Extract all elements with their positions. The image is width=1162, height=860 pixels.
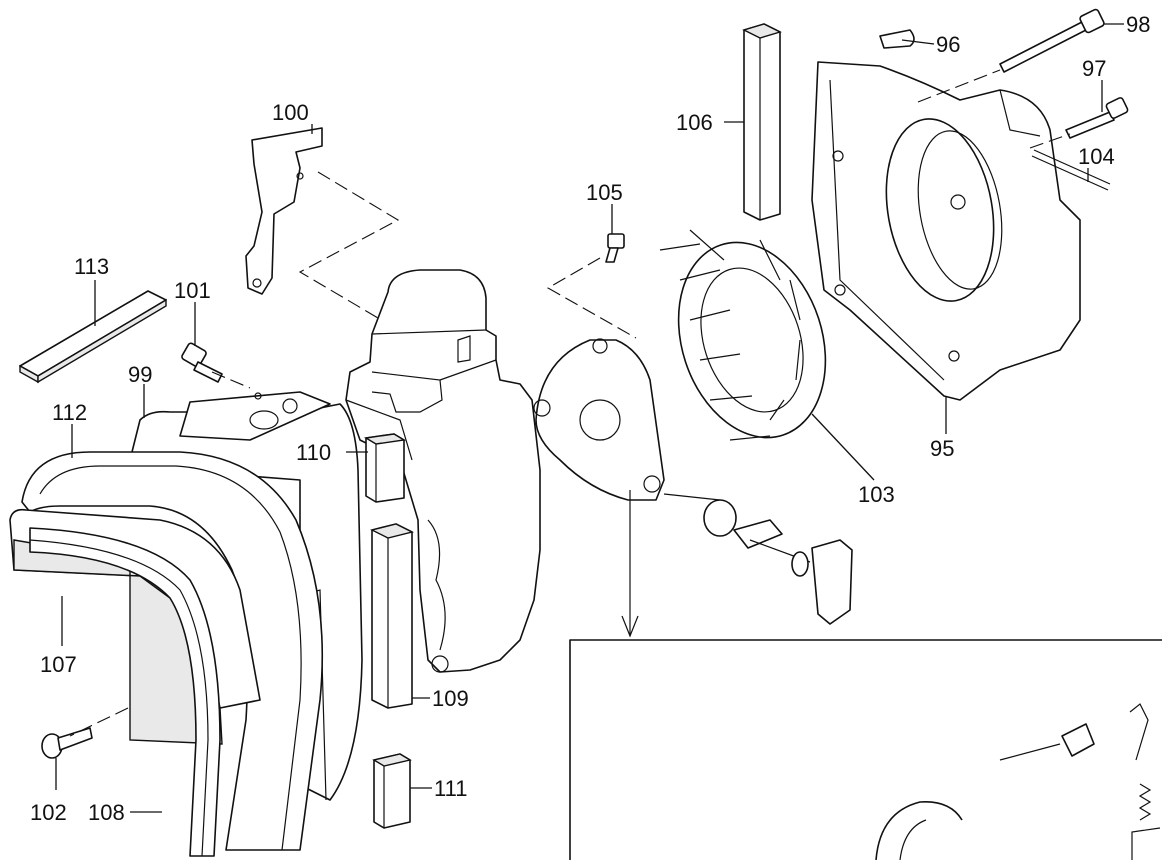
assembly-lines bbox=[69, 69, 1071, 737]
callout-99: 99 bbox=[128, 362, 152, 387]
part-98-long-bolt bbox=[999, 8, 1105, 73]
part-103-fan bbox=[659, 229, 827, 441]
callout-98: 98 bbox=[1126, 12, 1150, 37]
callout-111: 111 bbox=[434, 776, 467, 801]
part-109-foam-bar bbox=[369, 523, 415, 709]
callout-100: 100 bbox=[272, 100, 309, 125]
callout-97: 97 bbox=[1082, 56, 1106, 81]
part-104-wire bbox=[1031, 149, 1111, 191]
callout-113: 113 bbox=[74, 254, 109, 279]
part-100-bracket bbox=[245, 127, 323, 295]
part-112-frame bbox=[21, 451, 324, 851]
part-106-foam-bar bbox=[742, 23, 782, 221]
part-111-foam-block bbox=[372, 753, 412, 829]
callout-109: 109 bbox=[432, 686, 469, 711]
part-101-bolt bbox=[181, 342, 223, 383]
part-95-fan-housing bbox=[811, 61, 1081, 401]
leader-lines bbox=[55, 23, 1124, 813]
callout-96: 96 bbox=[936, 32, 960, 57]
part-97-bolt bbox=[1065, 97, 1129, 139]
callout-104: 104 bbox=[1078, 144, 1115, 169]
callout-103: 103 bbox=[858, 482, 895, 507]
callout-95: 95 bbox=[930, 436, 954, 461]
callout-labels: 95 96 97 98 99 100 101 102 103 104 105 1… bbox=[30, 12, 1150, 825]
callout-108: 108 bbox=[88, 800, 125, 825]
part-102-bolt bbox=[41, 727, 93, 759]
callout-112: 112 bbox=[52, 400, 87, 425]
part-96-cap bbox=[879, 29, 915, 49]
callout-106: 106 bbox=[676, 110, 713, 135]
callout-110: 110 bbox=[296, 440, 331, 465]
part-113-foam-strip bbox=[19, 290, 167, 384]
callout-101: 101 bbox=[174, 278, 211, 303]
engine-block bbox=[345, 269, 541, 673]
callout-102: 102 bbox=[30, 800, 67, 825]
inset-detail-view bbox=[569, 490, 1162, 860]
callout-105: 105 bbox=[586, 180, 623, 205]
callout-107: 107 bbox=[40, 652, 77, 677]
part-110-foam-block bbox=[363, 433, 407, 503]
part-105-screw bbox=[605, 233, 625, 263]
part-108-seal bbox=[29, 527, 221, 857]
recoil-starter-cover bbox=[533, 338, 853, 625]
